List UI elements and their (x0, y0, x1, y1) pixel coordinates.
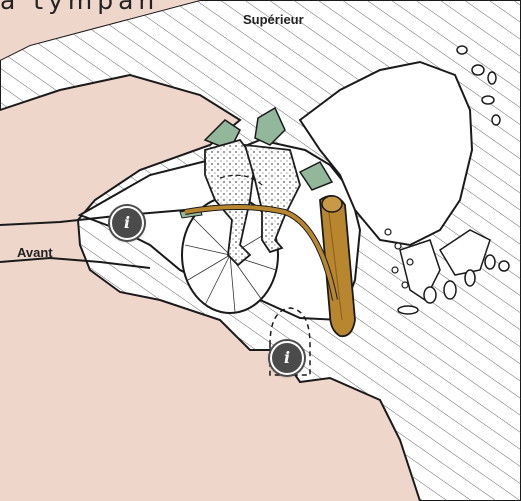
partial-title: a tympan (0, 0, 159, 15)
label-superior: Supérieur (243, 12, 304, 27)
info-marker-2[interactable]: i (270, 341, 304, 375)
info-icon: i (284, 348, 290, 367)
info-marker-1[interactable]: i (110, 206, 144, 240)
label-anterior: Avant (17, 245, 53, 260)
info-icon: i (124, 213, 130, 232)
